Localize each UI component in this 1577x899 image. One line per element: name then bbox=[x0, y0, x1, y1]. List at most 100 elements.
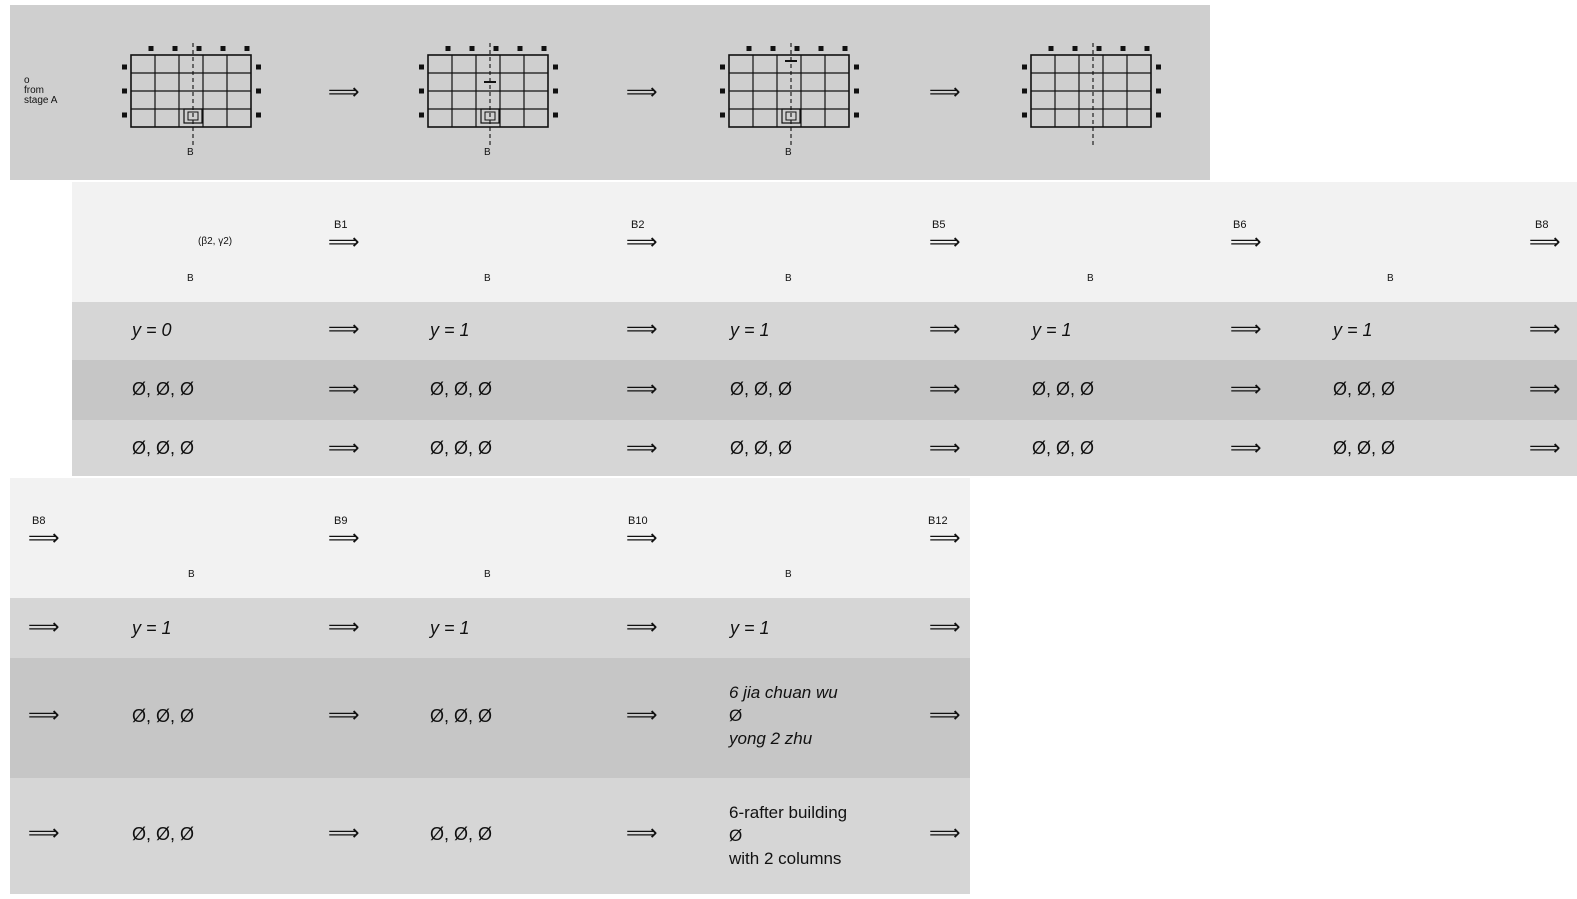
step-label: B2 bbox=[631, 219, 645, 231]
step-arrow: ⟹ bbox=[929, 317, 961, 342]
y-value: y = 1 bbox=[430, 320, 470, 340]
y-value: y = 1 bbox=[132, 618, 172, 638]
step-arrow: ⟹ bbox=[626, 703, 658, 728]
origin-label-line: o bbox=[24, 75, 30, 86]
empty-set-triple: Ø, Ø, Ø bbox=[1333, 379, 1396, 399]
column-marker bbox=[419, 88, 424, 94]
step-arrow: ⟹ bbox=[1230, 377, 1262, 402]
column-marker bbox=[854, 112, 859, 118]
empty-set-triple: Ø, Ø, Ø bbox=[430, 438, 493, 458]
shape-axis-label: B bbox=[785, 569, 792, 580]
origin-label-line: stage A bbox=[24, 95, 58, 106]
column-marker bbox=[746, 46, 752, 51]
column-marker bbox=[818, 46, 824, 51]
final-line: 6-rafter building bbox=[729, 803, 848, 822]
column-marker bbox=[1120, 46, 1126, 51]
step-arrow: ⟹ bbox=[328, 230, 360, 255]
seal-marker bbox=[183, 108, 203, 124]
final-line: 6 jia chuan wu bbox=[729, 683, 838, 702]
column-marker bbox=[220, 46, 226, 51]
step-arrow: ⟹ bbox=[929, 821, 961, 846]
column-marker bbox=[148, 46, 154, 51]
column-marker bbox=[1022, 112, 1027, 118]
final-line: Ø bbox=[729, 826, 743, 845]
column-marker bbox=[1072, 46, 1078, 51]
step-label: B6 bbox=[1233, 219, 1247, 231]
empty-set-triple: Ø, Ø, Ø bbox=[132, 824, 195, 844]
empty-set-triple: Ø, Ø, Ø bbox=[132, 438, 195, 458]
column-marker bbox=[770, 46, 776, 51]
column-marker bbox=[419, 64, 424, 70]
step-arrow: ⟹ bbox=[1230, 317, 1262, 342]
final-description-english: 6-rafter building Ø with 2 columns bbox=[729, 801, 847, 870]
step-arrow: ⟹ bbox=[929, 436, 961, 461]
final-line: Ø bbox=[729, 706, 743, 725]
column-marker bbox=[1048, 46, 1054, 51]
column-marker bbox=[842, 46, 848, 51]
seal-marker bbox=[781, 108, 801, 124]
column-marker bbox=[244, 46, 250, 51]
column-marker bbox=[122, 112, 127, 118]
step-arrow: ⟹ bbox=[626, 436, 658, 461]
step-arrow: ⟹ bbox=[328, 317, 360, 342]
block1-row3 bbox=[72, 420, 1577, 476]
column-marker bbox=[553, 88, 558, 94]
block1-row2 bbox=[72, 360, 1577, 420]
step-arrow: ⟹ bbox=[929, 615, 961, 640]
step-arrow: ⟹ bbox=[626, 80, 658, 105]
column-marker bbox=[720, 64, 725, 70]
step-arrow: ⟹ bbox=[626, 230, 658, 255]
block2-shape-row bbox=[10, 478, 970, 598]
empty-set-triple: Ø, Ø, Ø bbox=[1333, 438, 1396, 458]
column-marker bbox=[172, 46, 178, 51]
step-arrow: ⟹ bbox=[929, 526, 961, 551]
step-arrow: ⟹ bbox=[1529, 377, 1561, 402]
column-marker bbox=[553, 64, 558, 70]
column-marker bbox=[541, 46, 547, 51]
step-label: B1 bbox=[334, 219, 348, 231]
column-marker bbox=[1156, 112, 1161, 118]
shape-axis-label: B bbox=[1387, 273, 1394, 284]
column-marker bbox=[1156, 88, 1161, 94]
column-marker bbox=[794, 46, 800, 51]
empty-set-triple: Ø, Ø, Ø bbox=[430, 706, 493, 726]
shape-axis-label: B bbox=[188, 569, 195, 580]
block2-y-row bbox=[10, 598, 970, 658]
column-marker bbox=[122, 88, 127, 94]
step-arrow: ⟹ bbox=[328, 615, 360, 640]
y-value: y = 0 bbox=[132, 320, 172, 340]
column-marker bbox=[854, 88, 859, 94]
step-label: B8 bbox=[32, 515, 46, 527]
shape-axis-label: B bbox=[785, 273, 792, 284]
block2-row3 bbox=[10, 778, 970, 894]
step-arrow: ⟹ bbox=[328, 821, 360, 846]
shape-axis-label: B bbox=[484, 569, 491, 580]
step-arrow: ⟹ bbox=[929, 377, 961, 402]
step-arrow: ⟹ bbox=[1529, 317, 1561, 342]
step-arrow: ⟹ bbox=[929, 230, 961, 255]
y-value: y = 1 bbox=[730, 320, 770, 340]
step-arrow: ⟹ bbox=[328, 526, 360, 551]
empty-set-triple: Ø, Ø, Ø bbox=[1032, 438, 1095, 458]
column-marker bbox=[517, 46, 523, 51]
step-arrow: ⟹ bbox=[1230, 230, 1262, 255]
column-marker bbox=[720, 88, 725, 94]
step-arrow: ⟹ bbox=[328, 377, 360, 402]
step-label: B8 bbox=[1535, 219, 1549, 231]
step-arrow: ⟹ bbox=[626, 377, 658, 402]
column-marker bbox=[469, 46, 475, 51]
column-marker bbox=[256, 64, 261, 70]
empty-set-triple: Ø, Ø, Ø bbox=[730, 438, 793, 458]
step-label: B10 bbox=[628, 515, 648, 527]
empty-set-triple: Ø, Ø, Ø bbox=[430, 824, 493, 844]
step-arrow: ⟹ bbox=[28, 526, 60, 551]
final-line: with 2 columns bbox=[729, 849, 842, 868]
stage-a-band bbox=[10, 5, 1210, 180]
seal-marker bbox=[785, 111, 797, 121]
column-marker bbox=[256, 112, 261, 118]
column-marker bbox=[1096, 46, 1102, 51]
column-marker bbox=[445, 46, 451, 51]
empty-set-triple: Ø, Ø, Ø bbox=[132, 379, 195, 399]
start-param-label: (β2, γ2) bbox=[198, 236, 233, 247]
step-label: B12 bbox=[928, 515, 948, 527]
